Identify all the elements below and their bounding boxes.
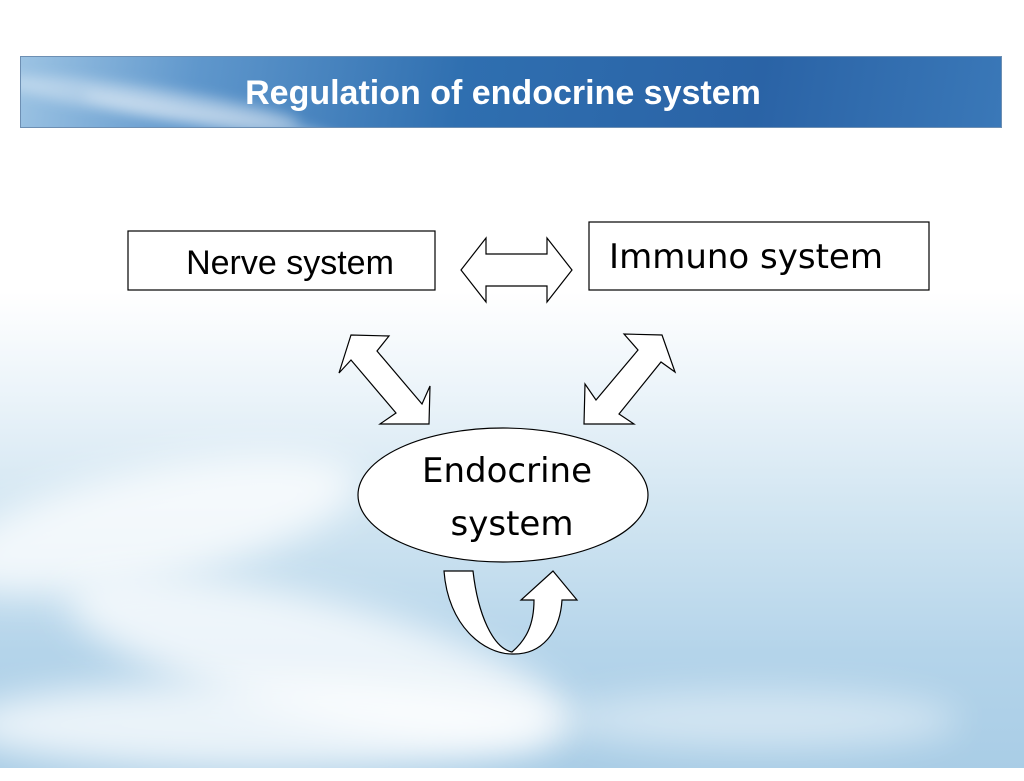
immuno-system-node: Immuno system — [588, 221, 930, 291]
immuno-system-label: Immuno system — [609, 237, 883, 277]
endocrine-label-line1: Endocrine — [422, 451, 592, 491]
endocrine-system-node: Endocrine system — [357, 427, 649, 563]
nerve-system-label: Nerve system — [186, 244, 394, 282]
slide-title: Regulation of endocrine system — [245, 74, 761, 112]
double-arrow-immuno-endocrine — [583, 333, 677, 425]
background-cloud — [560, 690, 960, 750]
nerve-system-node: Nerve system — [127, 230, 436, 291]
background-cloud — [0, 680, 560, 770]
title-banner: Regulation of endocrine system — [20, 56, 1002, 128]
endocrine-label-line2: system — [451, 504, 574, 544]
self-loop-feedback-arrow — [443, 570, 579, 655]
double-arrow-nerve-endocrine — [338, 334, 431, 425]
double-arrow-nerve-immuno — [460, 236, 573, 304]
